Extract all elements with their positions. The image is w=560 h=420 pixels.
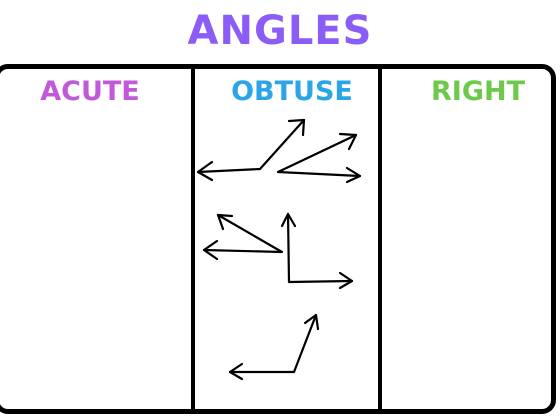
obtuse-angle-drawing[interactable] <box>228 313 320 381</box>
column-divider <box>378 64 382 414</box>
obtuse-angle-drawing[interactable] <box>196 118 306 182</box>
acute-angle-drawing[interactable] <box>276 132 362 184</box>
column-label-right: RIGHT <box>430 76 525 107</box>
acute-angle-drawing[interactable] <box>202 213 284 261</box>
sorting-board <box>0 64 556 414</box>
column-label-obtuse: OBTUSE <box>231 76 353 107</box>
column-divider <box>191 64 195 414</box>
column-label-acute: ACUTE <box>40 76 140 107</box>
right-angle-drawing[interactable] <box>280 212 354 290</box>
page-title: ANGLES <box>187 8 373 54</box>
